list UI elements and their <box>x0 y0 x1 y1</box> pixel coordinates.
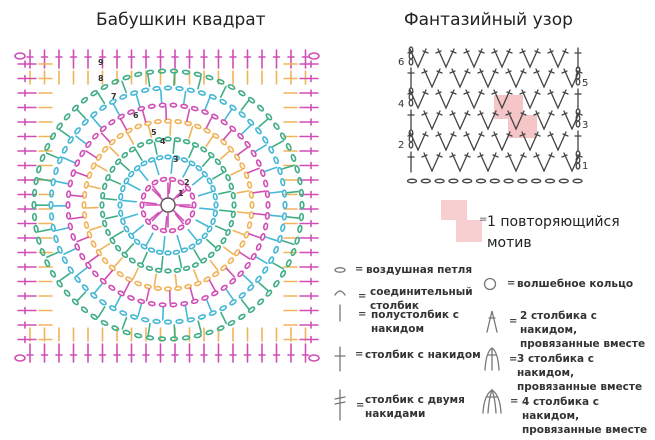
legend-equals-dc2tog: = <box>509 316 518 327</box>
row-number-5: 5 <box>582 78 589 89</box>
motif-legend-line1: 1 повторяющийся <box>487 214 620 230</box>
legend-equals-dc4tog: = <box>510 396 519 407</box>
legend-text-chain: воздушная петля <box>366 264 473 276</box>
round-label-6: 6 <box>133 111 139 120</box>
motif-equals: = <box>479 214 488 225</box>
legend-equals-dc3tog: = <box>509 354 518 365</box>
row-number-6: 6 <box>398 57 405 68</box>
legend-text-dc2tog: 2 столбика с накидом, провязанные вместе <box>520 310 646 350</box>
round-label-9: 9 <box>98 58 104 67</box>
fancy-pattern-title: Фантазийный узор <box>404 10 573 30</box>
round-label-2: 2 <box>184 178 190 187</box>
granny-square-title: Бабушкин квадрат <box>96 10 266 30</box>
legend-equals-slip: = <box>358 291 367 302</box>
legend-text-dc3tog: 3 столбика с накидом, провязанные вместе <box>517 353 643 393</box>
legend-text-slip: соединительный столбик <box>370 286 473 312</box>
legend-text-dc: столбик с накидом <box>365 349 481 361</box>
round-label-1: 1 <box>178 189 184 198</box>
legend-text-tr: столбик с двумя накидами <box>365 394 465 420</box>
round-label-3: 3 <box>173 155 179 164</box>
motif-legend-line2: мотив <box>487 235 532 251</box>
legend-equals-hdc: = <box>358 309 367 320</box>
motif-legend-text: 1 повторяющийся мотив <box>487 212 620 254</box>
legend-text-dc4tog: 4 столбика с накидом, провязанные вместе <box>522 396 648 436</box>
row-number-2: 2 <box>398 140 405 151</box>
round-label-4: 4 <box>160 137 166 146</box>
legend-equals-ring: = <box>507 278 516 289</box>
round-label-8: 8 <box>98 74 104 83</box>
legend-text-hdc: полустолбик с накидом <box>371 309 459 335</box>
row-number-4: 4 <box>398 99 405 110</box>
legend-equals-tr: = <box>356 400 365 411</box>
legend-text-ring: волшебное кольцо <box>517 278 634 290</box>
round-label-5: 5 <box>151 128 157 137</box>
legend-equals-dc: = <box>355 349 364 360</box>
row-number-3: 3 <box>582 120 589 131</box>
round-label-7: 7 <box>111 92 117 101</box>
legend-equals-chain: = <box>355 264 364 275</box>
row-number-1: 1 <box>582 161 589 172</box>
